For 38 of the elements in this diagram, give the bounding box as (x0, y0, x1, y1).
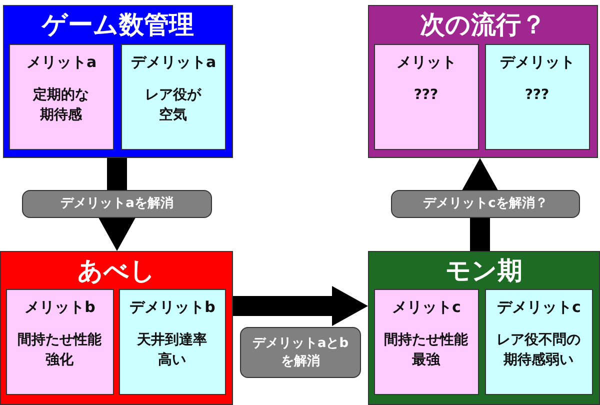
card-text: ??? (412, 86, 440, 105)
info-card (374, 289, 479, 395)
panel (368, 5, 598, 158)
card-text: レア役が空気 (144, 86, 202, 125)
card-heading: デメリットb (128, 298, 216, 317)
panel (368, 251, 600, 405)
card-heading: メリット (396, 53, 458, 72)
card-text: レア役不問の期待感弱い (496, 331, 582, 370)
info-card (9, 44, 114, 150)
card-text: 定期的な期待感 (32, 86, 90, 125)
info-card (121, 44, 226, 150)
info-card (485, 289, 593, 395)
card-heading: メリットb (24, 298, 96, 317)
card-text: 天井到達率高い (136, 330, 208, 370)
card-heading: メリットa (25, 53, 98, 72)
arrow (460, 158, 500, 251)
card-text: ??? (524, 86, 550, 105)
card-text: 間持たせ性能強化 (16, 331, 102, 370)
card-text: 間持たせ性能最強 (383, 331, 469, 370)
card-heading: デメリット (499, 53, 576, 72)
edge-label: デメリットaとbを解消 (240, 327, 361, 378)
arrow (97, 158, 137, 251)
panel-title: ゲーム数管理 (40, 9, 195, 41)
panel-title: モン期 (444, 255, 524, 287)
card-heading: デメリットa (130, 53, 218, 72)
info-card (485, 44, 590, 150)
panel (0, 251, 233, 405)
panel-title: あべし (76, 255, 156, 287)
edge-label: デメリットcを解消？ (391, 190, 580, 218)
info-card (119, 289, 226, 395)
info-card (374, 44, 479, 150)
panel (3, 5, 233, 158)
card-heading: デメリットc (496, 298, 582, 317)
panel-title: 次の流行？ (419, 9, 547, 41)
card-heading: メリットc (391, 298, 462, 317)
info-card (6, 289, 114, 395)
edge-label: デメリットaを解消 (22, 190, 212, 218)
arrow (233, 286, 368, 326)
